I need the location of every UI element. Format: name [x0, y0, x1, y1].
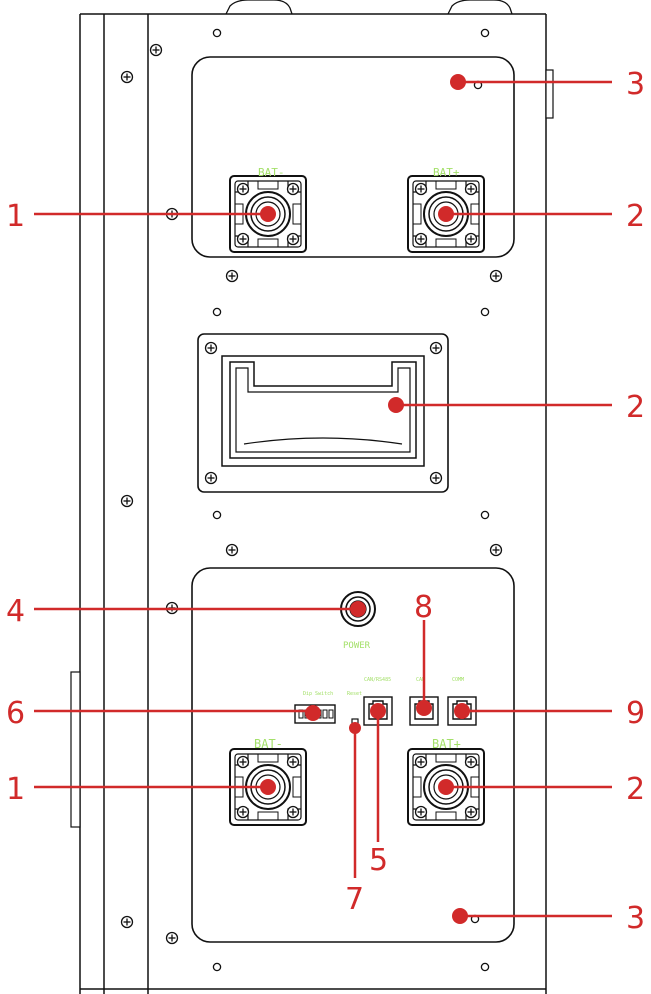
callout-1-bottom: 1 — [6, 772, 25, 807]
callout-7: 7 — [345, 882, 364, 917]
callout-2-handle: 2 — [626, 390, 645, 425]
callout-2-top: 2 — [626, 199, 645, 234]
carry-handle-icon — [197, 333, 503, 557]
cabinet-body — [70, 0, 554, 994]
callout-leaders — [34, 74, 612, 924]
port-8-label: CAN — [416, 677, 425, 683]
top-bat-pos-label: BAT+ — [433, 166, 460, 179]
callout-9: 9 — [626, 696, 645, 731]
callout-3-top: 3 — [626, 67, 645, 102]
top-bat-neg-label: BAT- — [258, 166, 285, 179]
callout-3-bottom: 3 — [626, 901, 645, 936]
callout-2-bottom: 2 — [626, 772, 645, 807]
port-485-label: CAN/RS485 — [364, 677, 391, 683]
callout-6: 6 — [6, 696, 25, 731]
dip-switch-label: Dip Switch — [303, 691, 333, 697]
power-label: POWER — [343, 641, 371, 651]
callout-1-top: 1 — [6, 199, 25, 234]
bottom-bat-pos-label: BAT+ — [432, 737, 461, 751]
bottom-control-panel — [165, 567, 515, 972]
bottom-bat-neg-label: BAT- — [254, 737, 283, 751]
callout-5: 5 — [369, 843, 388, 878]
reset-label: Reset — [347, 691, 362, 697]
callout-4: 4 — [6, 594, 25, 629]
callout-8: 8 — [414, 590, 433, 625]
port-9-label: COMM — [452, 677, 464, 683]
